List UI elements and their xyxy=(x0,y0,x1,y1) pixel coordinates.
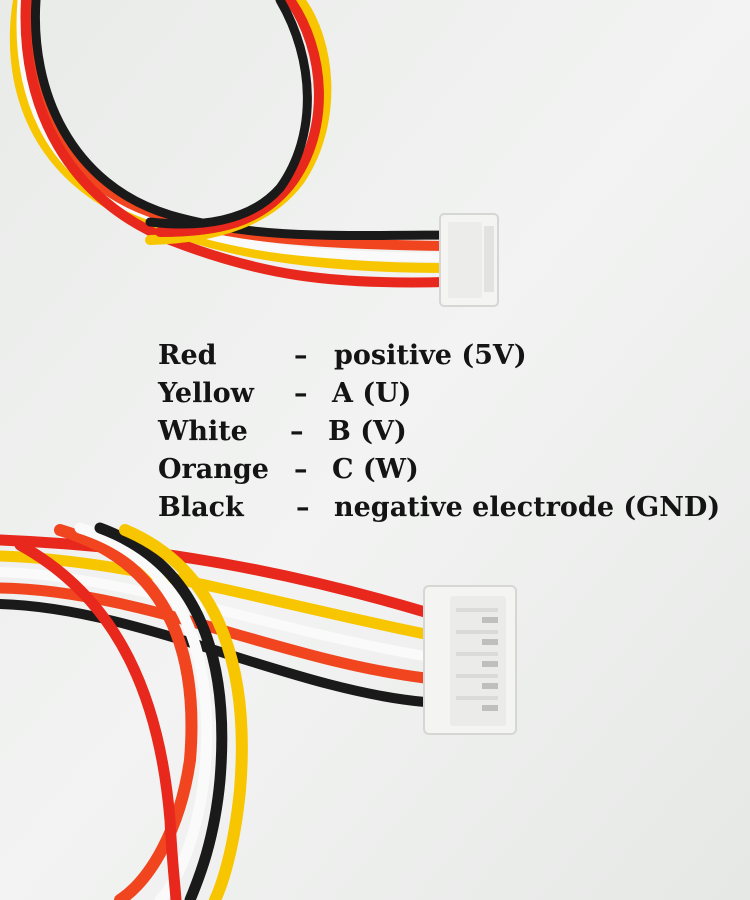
top-connector xyxy=(439,213,499,307)
wire-signal: C (W) xyxy=(332,454,419,485)
wire-signal: negative electrode (GND) xyxy=(334,492,721,523)
pinout-legend: Red – positive (5V) Yellow – A (U) White… xyxy=(158,338,750,528)
legend-row-red: Red – positive (5V) xyxy=(158,338,750,376)
wire-color-name: Red xyxy=(158,340,217,371)
top-cable xyxy=(9,0,451,288)
separator: – xyxy=(290,416,304,447)
wire-signal: A (U) xyxy=(332,378,412,409)
legend-row-orange: Orange – C (W) xyxy=(158,452,750,490)
separator: – xyxy=(294,340,308,371)
wire-color-name: Orange xyxy=(158,454,269,485)
legend-row-white: White – B (V) xyxy=(158,414,750,452)
separator: – xyxy=(294,378,308,409)
wire-color-name: White xyxy=(158,416,248,447)
separator: – xyxy=(296,492,310,523)
legend-row-black: Black – negative electrode (GND) xyxy=(158,490,750,528)
bottom-connector xyxy=(423,585,517,735)
wire-signal: positive (5V) xyxy=(334,340,527,371)
wire-color-name: Black xyxy=(158,492,244,523)
wire-signal: B (V) xyxy=(328,416,407,447)
legend-row-yellow: Yellow – A (U) xyxy=(158,376,750,414)
wire-color-name: Yellow xyxy=(158,378,254,409)
bottom-cable xyxy=(0,522,431,900)
separator: – xyxy=(294,454,308,485)
